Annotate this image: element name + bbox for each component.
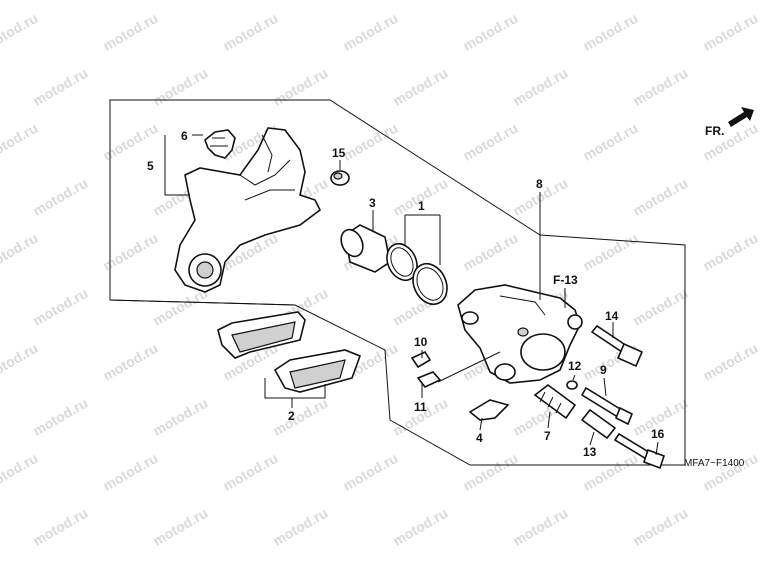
diagram-code: MFA7~F1400 <box>684 458 745 469</box>
front-direction-arrow: FR. <box>705 107 754 138</box>
bleeder-cap[interactable] <box>416 371 442 388</box>
caliper-body[interactable] <box>457 284 583 384</box>
callout-2: 2 <box>288 409 295 423</box>
callout-13: 13 <box>583 445 597 459</box>
pad-spring[interactable] <box>204 129 236 159</box>
pin-boot[interactable] <box>533 383 577 420</box>
caliper-piston[interactable] <box>337 224 391 273</box>
direction-label: FR. <box>705 124 724 138</box>
slide-pin[interactable] <box>580 408 617 440</box>
callout-12: 12 <box>568 359 582 373</box>
callout-16: 16 <box>651 427 665 441</box>
callout-9: 9 <box>600 363 607 377</box>
callout-14: 14 <box>605 309 619 323</box>
piston-seal-set[interactable] <box>381 239 453 310</box>
callout-5: 5 <box>147 159 154 173</box>
mounting-bolt[interactable] <box>613 432 666 470</box>
callout-1: 1 <box>418 199 425 213</box>
pad-retainer[interactable] <box>468 399 510 421</box>
callout-15: 15 <box>332 146 346 160</box>
pin-plug[interactable] <box>330 170 350 186</box>
callout-6: 6 <box>181 129 188 143</box>
callout-8: 8 <box>536 177 543 191</box>
callout-11: 11 <box>414 400 427 414</box>
leader-lines <box>164 134 659 456</box>
callout-10: 10 <box>414 335 428 349</box>
callout-3: 3 <box>369 196 376 210</box>
reference-label: F-13 <box>553 273 578 287</box>
callout-7: 7 <box>544 429 551 443</box>
sealing-washer[interactable] <box>566 380 578 390</box>
pad-bracket-divider <box>109 299 296 306</box>
bleeder-valve[interactable] <box>410 350 432 369</box>
caliper-bolt[interactable] <box>580 386 634 426</box>
callout-4: 4 <box>476 431 483 445</box>
caliper-bracket[interactable] <box>174 127 322 293</box>
brake-pad-set[interactable] <box>217 311 362 393</box>
pin-bolt[interactable] <box>590 324 644 368</box>
